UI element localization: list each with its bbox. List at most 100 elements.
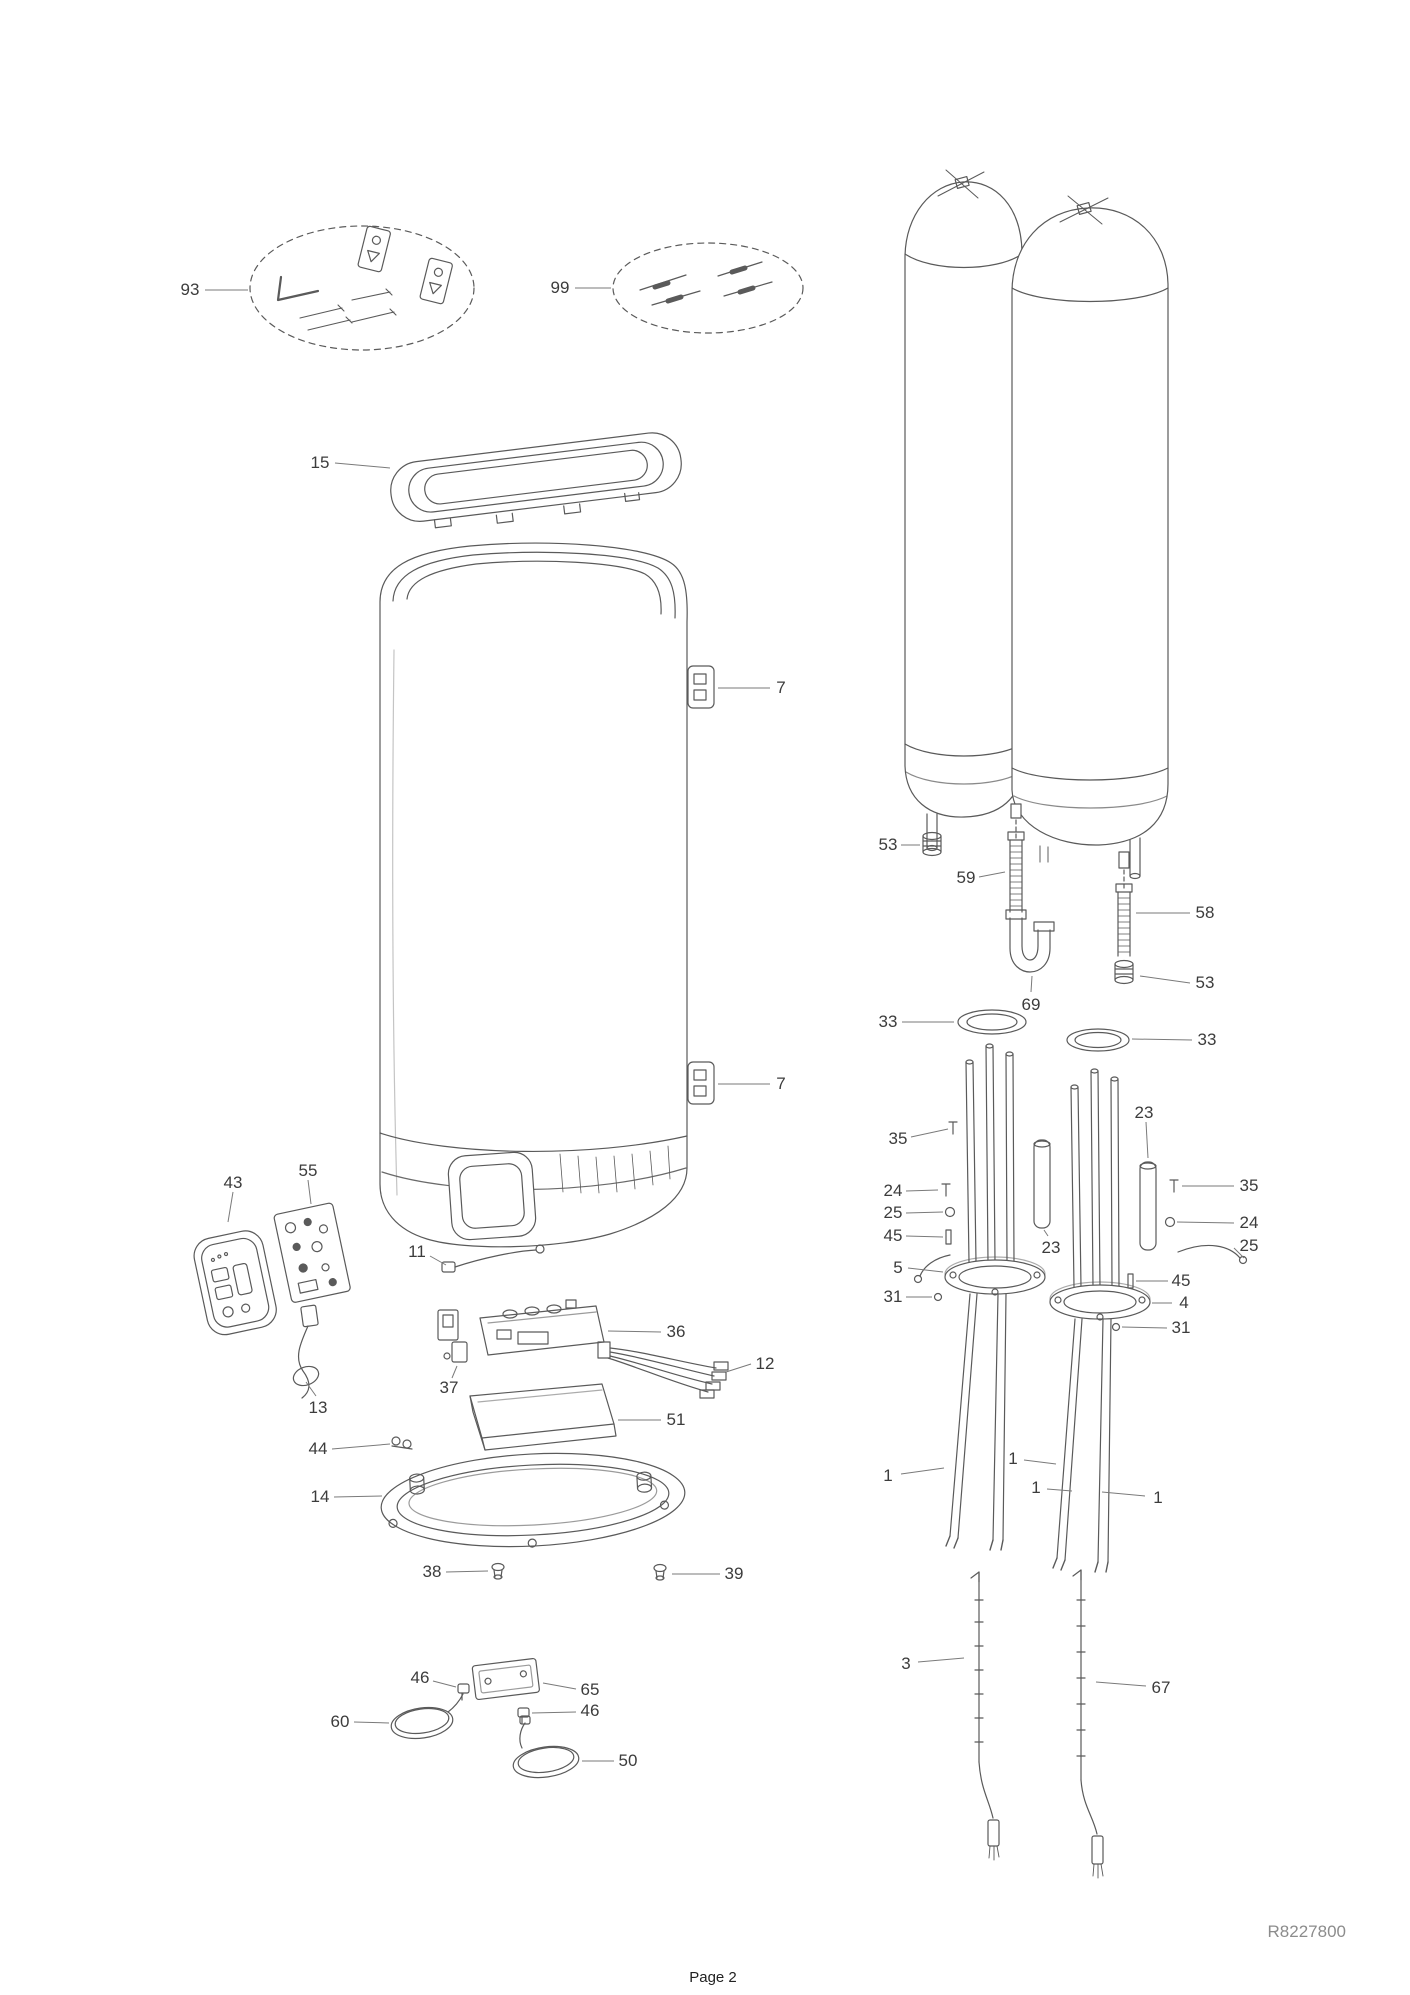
callout-33-right: 33 (1131, 1030, 1217, 1049)
callout-38: 38 (423, 1562, 489, 1581)
part-label: 33 (1198, 1030, 1217, 1049)
part-label: 53 (879, 835, 898, 854)
callout-35-right: 35 (1182, 1176, 1258, 1195)
callouts-layer: 93 99 15 7 7 43 55 11 (181, 278, 1259, 1770)
part-label: 25 (884, 1203, 903, 1222)
part-label: 35 (889, 1129, 908, 1148)
part-label: 45 (884, 1226, 903, 1245)
part-label: 36 (667, 1322, 686, 1341)
hanging-bracket-lower-drawing (688, 1062, 714, 1104)
circuit-board-drawing (273, 1203, 350, 1304)
callout-93: 93 (181, 280, 248, 299)
part-label: 39 (725, 1564, 744, 1583)
part-label: 14 (311, 1487, 330, 1506)
control-panel-drawing (191, 1228, 280, 1338)
callout-58: 58 (1136, 903, 1214, 922)
part-label: 35 (1240, 1176, 1259, 1195)
callout-24-right: 24 (1176, 1213, 1258, 1232)
part-label: 25 (1240, 1236, 1259, 1255)
callout-5: 5 (893, 1258, 944, 1277)
hose-58-drawing (1116, 884, 1132, 956)
part-label: 60 (331, 1712, 350, 1731)
cable-coil-60-drawing (389, 1694, 463, 1742)
part-label: 1 (1031, 1478, 1040, 1497)
callout-51: 51 (618, 1410, 685, 1429)
callout-15: 15 (311, 453, 391, 472)
part-label: 69 (1022, 995, 1041, 1014)
page-number: Page 2 (689, 1969, 737, 1986)
bracket-65-drawing (472, 1658, 540, 1700)
wiring-harness-drawing (598, 1342, 728, 1398)
bottom-cover-drawing (379, 1446, 687, 1555)
part-label: 45 (1172, 1271, 1191, 1290)
gasket-33-left-drawing (958, 1010, 1026, 1034)
part-label: 12 (756, 1354, 775, 1373)
callout-1-far-left: 1 (883, 1466, 945, 1485)
part-label: 11 (408, 1242, 426, 1261)
part-label: 55 (299, 1161, 318, 1180)
callout-7-upper: 7 (718, 678, 786, 697)
part-label: 23 (1135, 1103, 1154, 1122)
callout-55: 55 (299, 1161, 318, 1205)
callout-43: 43 (224, 1173, 243, 1223)
part-label: 1 (1008, 1449, 1017, 1468)
callout-23-lower: 23 (1042, 1229, 1060, 1257)
part-label: 3 (901, 1654, 910, 1673)
anode-3-drawing (971, 1572, 999, 1860)
cable-coil-50-drawing (511, 1716, 581, 1781)
part-label: 7 (776, 1074, 785, 1093)
top-cover-drawing (387, 430, 685, 536)
outlet-nipples-drawing (1011, 804, 1129, 890)
part-label: 67 (1152, 1678, 1171, 1697)
callout-1-mid-upper: 1 (1008, 1449, 1057, 1468)
part-label: 50 (619, 1751, 638, 1770)
part-label: 5 (893, 1258, 902, 1277)
part-label: 24 (884, 1181, 903, 1200)
callout-14: 14 (311, 1487, 383, 1506)
part-label: 43 (224, 1173, 243, 1192)
callout-46-upper: 46 (411, 1668, 457, 1688)
callout-25-right: 25 (1233, 1236, 1259, 1259)
part-label: 44 (309, 1439, 328, 1458)
callout-53-right: 53 (1139, 973, 1215, 992)
switch-parts-drawing (438, 1310, 467, 1362)
fitting-53-right-drawing (1115, 961, 1133, 984)
heating-element-left-drawing (915, 1044, 1051, 1550)
part-label: 93 (181, 280, 200, 299)
callout-24-left: 24 (884, 1181, 939, 1200)
tray-drawing (470, 1384, 616, 1450)
clip-drawing (392, 1437, 412, 1449)
part-label: 31 (884, 1287, 903, 1306)
part-label: 53 (1196, 973, 1215, 992)
part-label: 51 (667, 1410, 686, 1429)
callout-31-left: 31 (884, 1287, 932, 1306)
part-label: 37 (440, 1378, 459, 1397)
fitting-53-left-drawing (923, 833, 941, 856)
callout-99: 99 (551, 278, 611, 297)
part-label: 58 (1196, 903, 1215, 922)
cable-clamp-upper-drawing (458, 1684, 469, 1700)
part-label: 1 (1153, 1488, 1162, 1507)
part-label: 7 (776, 678, 785, 697)
callout-46-lower: 46 (531, 1701, 600, 1720)
callout-1-far-right: 1 (1101, 1488, 1163, 1507)
hose-59-drawing (1008, 832, 1024, 912)
callout-4: 4 (1152, 1293, 1189, 1312)
callout-7-lower: 7 (718, 1074, 786, 1093)
callout-65: 65 (542, 1680, 599, 1699)
callout-45-right: 45 (1136, 1271, 1190, 1290)
sensor-cable-drawing (291, 1305, 322, 1398)
hanging-bracket-upper-drawing (688, 666, 714, 708)
jumper-cable-drawing (442, 1245, 544, 1272)
part-label: 46 (581, 1701, 600, 1720)
heating-plate-drawing (480, 1300, 604, 1355)
callout-50: 50 (582, 1751, 637, 1770)
part-label: 15 (311, 453, 330, 472)
part-label: 31 (1172, 1318, 1191, 1337)
callout-69: 69 (1022, 975, 1041, 1014)
tank-right-drawing (1012, 196, 1168, 879)
screw-39-drawing (654, 1565, 666, 1581)
callout-33-left: 33 (879, 1012, 954, 1031)
anchor-bolt-kit-drawing (613, 243, 803, 333)
